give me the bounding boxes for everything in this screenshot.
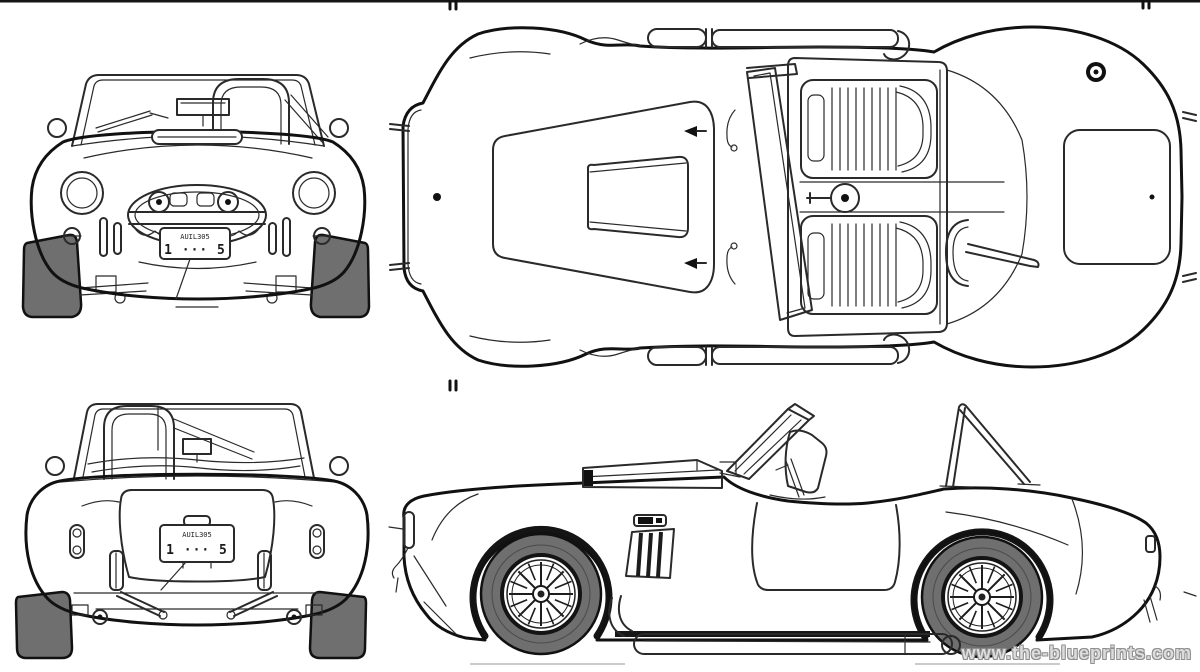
- exhaust-tip-left: [92, 609, 108, 625]
- rear-bumper-ticks: [1182, 111, 1197, 283]
- top-view: [389, 25, 1197, 369]
- front-license-plate: AUIL305 1 ··· 5: [159, 227, 231, 300]
- side-windshield: [719, 403, 815, 480]
- tail-light-left: [69, 524, 85, 559]
- exhaust-tip-right: [286, 609, 302, 625]
- top-roll-bar: [945, 219, 1040, 287]
- headlight-right: [292, 171, 336, 215]
- nose-face: [407, 109, 422, 285]
- handbrake: [806, 192, 832, 204]
- side-exhaust: [608, 595, 961, 655]
- fuel-cap: [1086, 62, 1106, 82]
- front-bumper-ticks: [389, 123, 410, 271]
- folded-top: [59, 457, 337, 483]
- front-wheel: [479, 532, 603, 656]
- rear-bumperettes: [109, 550, 272, 591]
- steering-wheel: [775, 458, 805, 498]
- front-side-mirror-right: [329, 118, 349, 138]
- front-fog-lamp-right: [312, 227, 332, 245]
- front-roll-bar: [212, 78, 329, 145]
- rear-windshield: [73, 403, 315, 479]
- fender-badge: [633, 514, 667, 527]
- front-bumperette-side: [388, 511, 457, 635]
- front-plate-region: AUIL305: [180, 233, 210, 241]
- side-hood-scoop: [582, 459, 723, 489]
- cockpit-rim: [787, 57, 948, 337]
- center-tunnel: [799, 181, 1005, 213]
- headlight-left: [60, 171, 104, 215]
- hood-shutline: [83, 144, 313, 159]
- fender-accents: [469, 37, 641, 357]
- watermark: www.the-blueprints.com: [961, 643, 1192, 663]
- front-suspension: [79, 275, 313, 308]
- trunk-lid-rear: [118, 489, 276, 583]
- side-pipe-left: [647, 28, 911, 61]
- hood-latches: [684, 126, 707, 269]
- front-fender-line: [431, 493, 479, 541]
- registration-ticks: [448, 0, 1151, 392]
- rear-side-mirror-right: [329, 456, 349, 476]
- rear-quarter-lines: [945, 498, 1083, 595]
- front-rearview-mirror: [176, 98, 230, 127]
- side-pipe-right: [647, 333, 911, 366]
- exhaust-tip-side: [941, 635, 961, 655]
- rear-side-mirror-left: [45, 456, 65, 476]
- tail-light-right: [309, 524, 325, 559]
- front-plate-number: 1 ··· 5: [164, 243, 226, 258]
- wiper: [95, 110, 169, 133]
- door-outline: [751, 502, 901, 591]
- front-fog-lamp-left: [62, 227, 82, 245]
- rear-plate-region: AUIL305: [182, 531, 212, 539]
- rear-body-outline: [24, 472, 370, 627]
- hood-pin: [433, 193, 441, 201]
- side-vent: [625, 528, 675, 579]
- top-windshield: [746, 63, 813, 321]
- hood-panel: [492, 100, 715, 294]
- front-hood-scoop: [151, 129, 243, 145]
- trunk-lid-top: [1063, 129, 1171, 265]
- hood-scoop-opening: [587, 155, 689, 239]
- seat-passenger: [800, 215, 938, 315]
- rear-view-tire-left: [14, 590, 74, 660]
- side-seat: [769, 429, 828, 500]
- seat-driver: [800, 79, 938, 179]
- cowl-hooks: [726, 109, 738, 285]
- trunk-lock: [1149, 194, 1155, 200]
- front-view-tire-left: [21, 233, 83, 319]
- side-view: [388, 403, 1197, 665]
- rear-view: AUIL305 1 ··· 5: [14, 403, 370, 660]
- rear-view-tire-right: [308, 590, 368, 660]
- rear-mirror: [182, 438, 212, 463]
- rear-roll-bar: [103, 405, 255, 480]
- front-side-mirror-left: [47, 118, 67, 138]
- rear-deck-lines: [946, 69, 1028, 325]
- rear-wheel: [920, 535, 1044, 659]
- front-side-vents: [99, 217, 291, 257]
- rear-bumperette-side: [1143, 535, 1197, 623]
- side-roll-bar: [939, 403, 1041, 488]
- top-border: [0, 0, 1200, 3]
- rear-plate-number: 1 ··· 5: [166, 543, 228, 558]
- side-body-outline: [402, 475, 1162, 642]
- rear-chassis: [71, 591, 323, 625]
- front-view: AUIL305 1 ··· 5: [21, 74, 371, 319]
- front-body-outline: [29, 130, 367, 301]
- front-bumper-bar: [128, 211, 266, 225]
- rear-license-plate: AUIL305 1 ··· 5: [159, 515, 235, 591]
